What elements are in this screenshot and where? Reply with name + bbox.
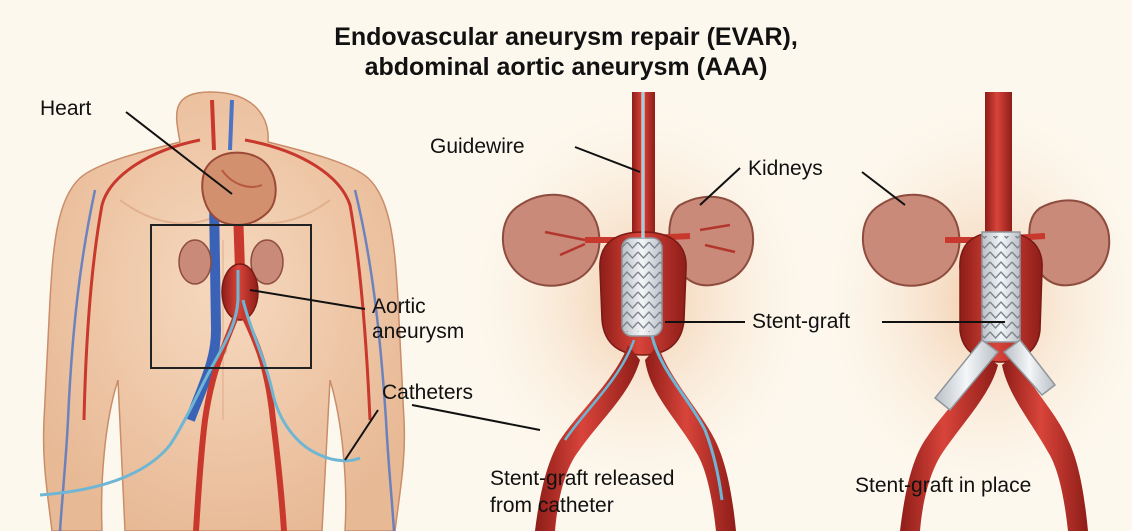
label-catheters: Catheters: [382, 381, 473, 405]
label-kidneys: Kidneys: [748, 157, 823, 181]
panel-stent-in-place: [820, 92, 1132, 531]
kidney-left-right: [863, 195, 959, 286]
label-guidewire: Guidewire: [430, 135, 525, 159]
label-stent-graft: Stent-graft: [752, 310, 850, 334]
caption-released-line-2: from catheter: [490, 494, 614, 518]
body-figure: [40, 92, 404, 531]
label-heart: Heart: [40, 97, 91, 121]
caption-in-place: Stent-graft in place: [855, 474, 1031, 498]
caption-released-line-1: Stent-graft released: [490, 467, 674, 491]
heart: [202, 153, 275, 225]
label-aortic: Aortic: [372, 295, 426, 319]
label-aneurysm: aneurysm: [372, 320, 464, 344]
